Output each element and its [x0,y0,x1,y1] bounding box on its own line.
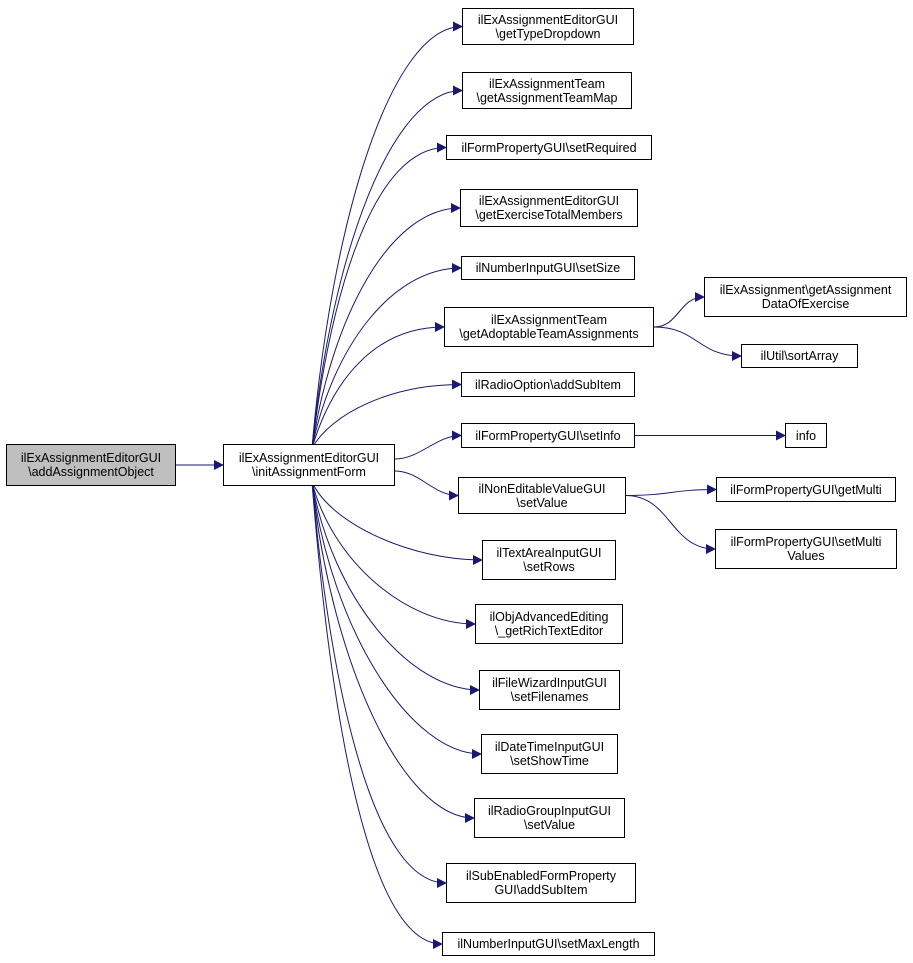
node-label: ilDateTimeInputGUI [494,740,605,754]
node-sortArray[interactable]: ilUtil\sortArray [741,344,858,368]
node-label: ilTextAreaInputGUI [496,546,602,560]
node-setInfo[interactable]: ilFormPropertyGUI\setInfo [461,423,635,448]
node-label: ilExAssignmentTeam [490,313,607,327]
edge-init-to-setInfo [394,430,462,460]
edge-init-to-setMaxLength [311,481,443,949]
node-label: \initAssignmentForm [252,465,366,479]
edge-nonEditSetValue-to-setMultiValues [625,495,716,554]
node-setMaxLength[interactable]: ilNumberInputGUI\setMaxLength [442,932,655,956]
node-getExerciseTotalMembers[interactable]: ilExAssignmentEditorGUI\getExerciseTotal… [460,189,638,227]
node-label: DataOfExercise [761,297,850,311]
node-setShowTime[interactable]: ilDateTimeInputGUI\setShowTime [481,734,618,774]
node-label: \getTypeDropdown [495,26,601,41]
node-label: ilNumberInputGUI\setSize [475,261,621,275]
node-setRows[interactable]: ilTextAreaInputGUI\setRows [482,540,616,580]
node-label: ilExAssignmentEditorGUI [478,194,620,208]
node-label: \_getRichTextEditor [494,624,604,638]
node-label: \setFilenames [510,690,589,704]
node-label: ilFormPropertyGUI\getMulti [730,482,882,497]
edge-init-to-setSize [311,263,462,449]
node-label: info [795,428,817,443]
node-label: ilFileWizardInputGUI [492,676,607,690]
node-setFilenames[interactable]: ilFileWizardInputGUI\setFilenames [479,670,620,710]
node-label: ilRadioGroupInputGUI [488,804,611,818]
node-label: ilExAssignmentEditorGUI [238,451,380,465]
edge-getAdoptable-to-sortArray [653,326,742,361]
node-label: ilNonEditableValueGUI [478,481,606,496]
edge-init-to-setFilenames [311,481,480,695]
edge-init-to-nonEditSetValue [394,470,459,501]
node-label: \getExerciseTotalMembers [475,208,623,222]
node-setRequired[interactable]: ilFormPropertyGUI\setRequired [446,135,652,160]
node-addSubItemRadio[interactable]: ilRadioOption\addSubItem [461,372,635,397]
node-root[interactable]: ilExAssignmentEditorGUI\addAssignmentObj… [6,444,176,486]
node-label: \setRows [523,560,575,574]
edge-init-to-setShowTime [311,481,482,759]
edge-init-to-richText [311,481,476,629]
node-setSize[interactable]: ilNumberInputGUI\setSize [461,256,635,280]
node-label: ilSubEnabledFormProperty [465,869,617,883]
edge-init-to-setRequired [311,142,447,449]
node-init[interactable]: ilExAssignmentEditorGUI\initAssignmentFo… [223,444,395,486]
edge-init-to-radioGroupSetValue [311,481,475,823]
node-label: ilExAssignmentEditorGUI [20,451,162,465]
edge-init-to-subEnabledAddSubItem [311,481,447,888]
edge-init-to-addSubItemRadio [311,379,462,449]
node-label: GUI\addSubItem [494,883,588,897]
node-label: \setValue [523,818,576,832]
node-label: \addAssignmentObject [28,465,154,479]
node-label: ilUtil\sortArray [760,349,839,363]
node-label: ilFormPropertyGUI\setRequired [461,140,637,155]
node-label: \setShowTime [510,754,589,768]
node-label: ilObjAdvancedEditing [489,610,609,624]
node-label: ilNumberInputGUI\setMaxLength [457,937,640,951]
edge-init-to-getExerciseTotalMembers [311,203,461,449]
node-label: ilExAssignmentEditorGUI [477,12,619,27]
edge-init-to-getAssignmentTeamMap [311,85,463,449]
node-getAdoptable[interactable]: ilExAssignmentTeam\getAdoptableTeamAssig… [444,307,654,347]
node-info[interactable]: info [785,423,827,448]
edge-nonEditSetValue-to-getMulti [625,484,717,496]
edge-init-to-getTypeDropdown [311,21,463,449]
node-getAssignmentTeamMap[interactable]: ilExAssignmentTeam\getAssignmentTeamMap [462,72,632,109]
node-label: \setValue [516,495,568,510]
edge-getAdoptable-to-getAssignmentData [653,292,705,328]
node-label: \getAdoptableTeamAssignments [459,327,639,341]
node-getTypeDropdown[interactable]: ilExAssignmentEditorGUI\getTypeDropdown [462,8,634,45]
node-label: ilRadioOption\addSubItem [475,377,621,392]
node-nonEditSetValue[interactable]: ilNonEditableValueGUI\setValue [458,477,626,514]
edge-init-to-setRows [311,481,483,565]
node-label: Values [787,549,825,563]
node-richText[interactable]: ilObjAdvancedEditing\_getRichTextEditor [475,604,623,644]
node-label: ilExAssignment\getAssignment [719,283,892,297]
node-label: ilExAssignmentTeam [488,76,605,91]
node-label: ilFormPropertyGUI\setInfo [475,428,621,443]
node-label: ilFormPropertyGUI\setMulti [730,535,882,549]
node-radioGroupSetValue[interactable]: ilRadioGroupInputGUI\setValue [474,798,625,838]
node-label: \getAssignmentTeamMap [476,90,618,105]
node-getMulti[interactable]: ilFormPropertyGUI\getMulti [716,477,896,502]
edge-init-to-getAdoptable [311,322,445,449]
